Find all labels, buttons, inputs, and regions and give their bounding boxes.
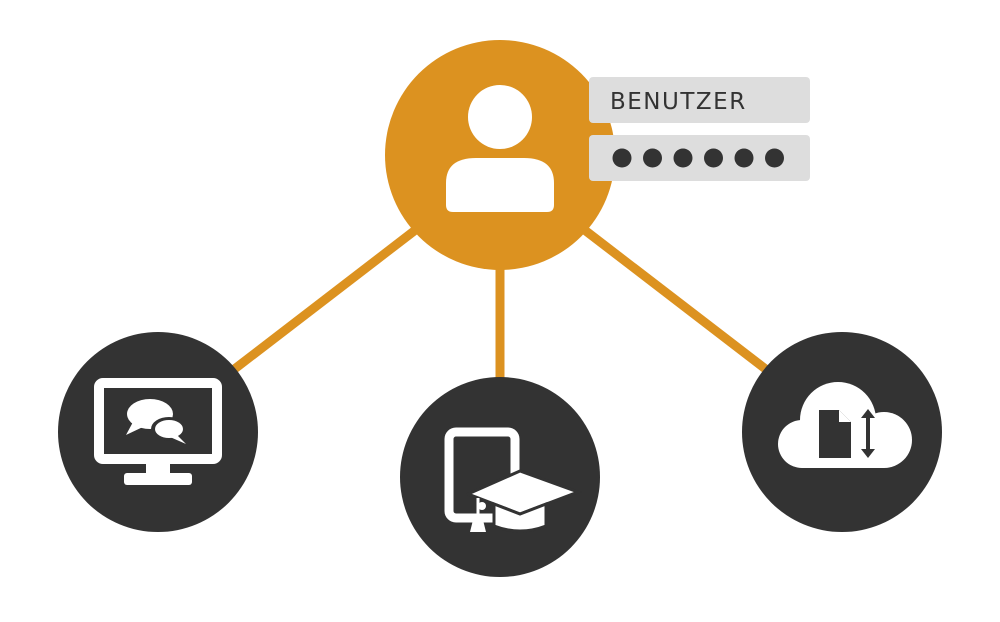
password-dot	[704, 148, 723, 168]
user-node	[385, 40, 615, 270]
user-icon	[446, 85, 554, 212]
tablet-graduation-cap-icon	[444, 427, 583, 533]
password-field-box	[589, 135, 810, 181]
tablet-graduation-node-circle	[400, 377, 600, 577]
password-dot	[643, 148, 662, 168]
user-node-circle	[385, 40, 615, 270]
password-field	[589, 135, 810, 181]
password-dot	[612, 148, 632, 168]
monitor-chat-icon	[94, 378, 222, 485]
connectors	[225, 224, 775, 384]
connector-left	[225, 224, 421, 378]
login-fields: BENUTZER	[589, 77, 810, 181]
password-dot	[673, 148, 693, 168]
tablet-graduation-node	[400, 377, 600, 577]
password-dot	[765, 148, 784, 168]
cloud-transfer-node	[742, 332, 942, 532]
cloud-file-transfer-icon	[778, 382, 912, 468]
connector-right	[579, 224, 775, 378]
monitor-chat-node	[58, 332, 258, 532]
password-dot	[734, 148, 754, 168]
username-label: BENUTZER	[610, 89, 747, 115]
username-field: BENUTZER	[589, 77, 810, 123]
username-field-box	[589, 77, 810, 123]
password-dots	[612, 148, 784, 168]
